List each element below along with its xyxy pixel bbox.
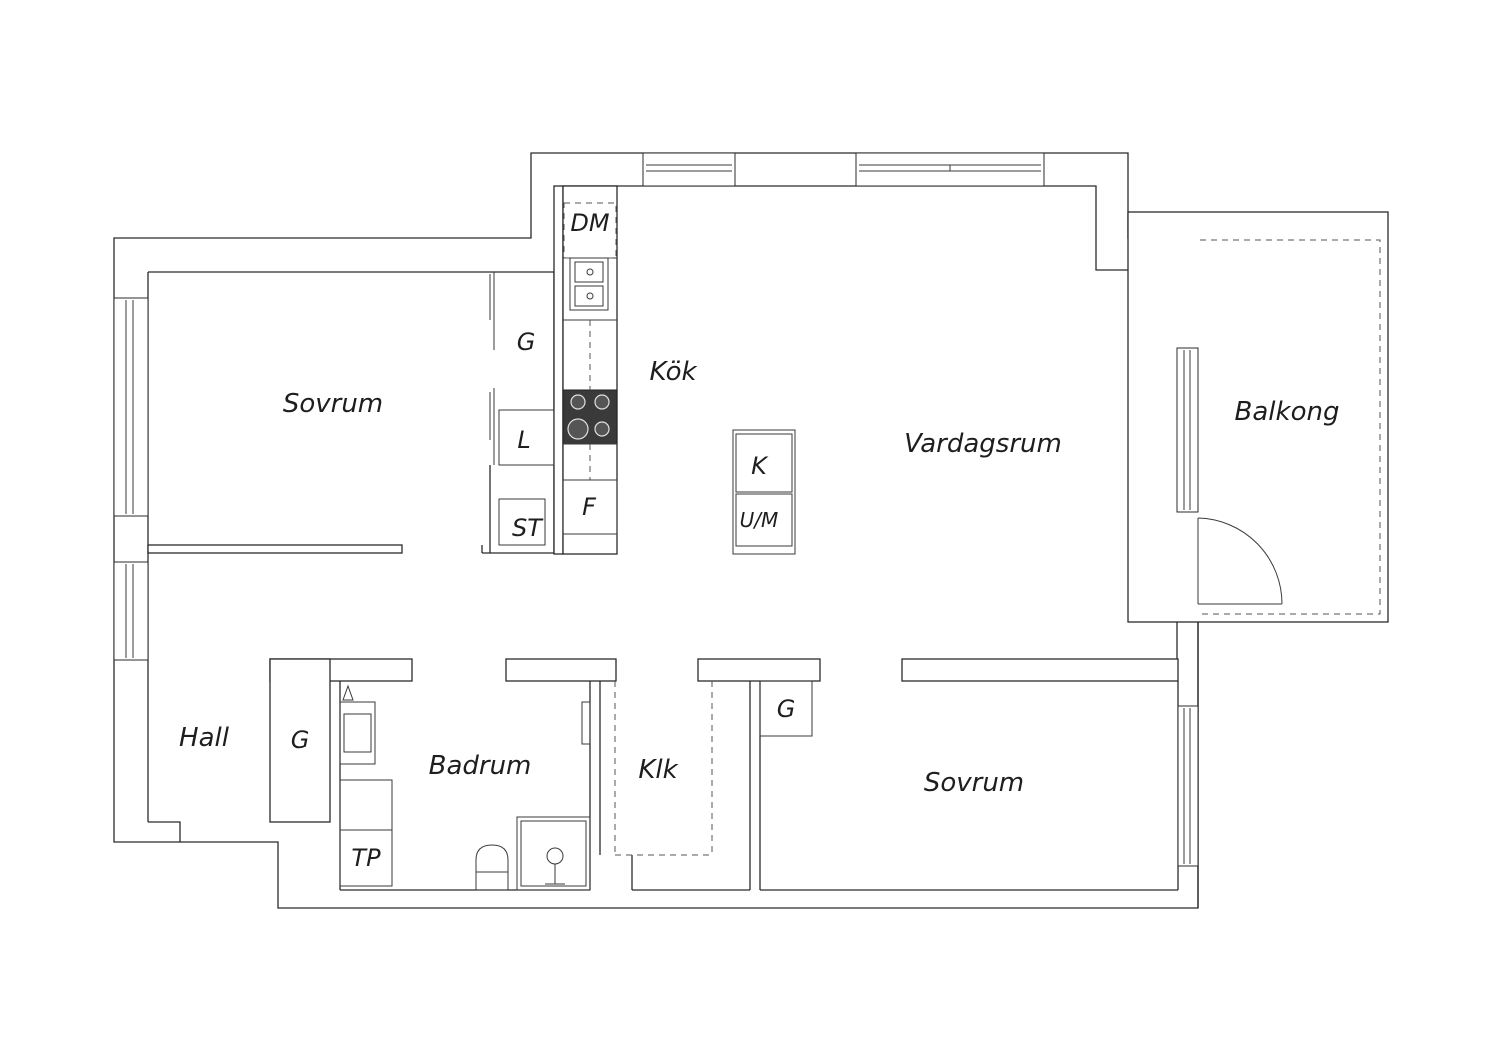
room-label-klk: Klk: [638, 755, 678, 785]
fixture-label-um: U/M: [740, 508, 779, 532]
room-label-sovrum-2: Sovrum: [924, 768, 1024, 798]
fixture-labels: DM G L ST F K U/M G G TP: [291, 209, 796, 872]
fixture-label-dm: DM: [570, 209, 609, 237]
toilet-icon: [475, 844, 509, 891]
room-label-kok: Kök: [649, 357, 697, 387]
balcony-slab: [1127, 211, 1389, 623]
kitchen-island: [732, 429, 796, 555]
fixture-label-f: F: [582, 493, 597, 521]
fixture-label-l: L: [517, 426, 530, 454]
room-label-hall: Hall: [179, 723, 230, 753]
room-label-vardagsrum: Vardagsrum: [904, 429, 1062, 459]
bedroom1-storage: [489, 272, 555, 546]
fixture-label-g-bedroom: G: [517, 328, 536, 356]
room-labels: Sovrum Kök Vardagsrum Balkong Hall Badru…: [179, 357, 1339, 798]
fixture-label-g-bedroom2: G: [777, 695, 796, 723]
interior-walls: [147, 185, 1179, 891]
fixture-label-k: K: [751, 452, 769, 480]
other-wardrobes: [759, 680, 813, 737]
balcony-door: [1197, 239, 1381, 615]
fixture-label-g-hall: G: [291, 726, 310, 754]
bathroom-fixtures: [339, 684, 591, 891]
shower-icon: [516, 816, 591, 891]
kitchen-counter: [562, 185, 618, 555]
windows: [113, 152, 1199, 867]
fixture-label-tp: TP: [351, 844, 381, 872]
sink-icon: [569, 257, 609, 311]
room-label-sovrum-1: Sovrum: [283, 389, 383, 419]
fixture-label-st: ST: [512, 514, 544, 542]
room-label-badrum: Badrum: [429, 751, 532, 781]
washbasin-icon: [339, 701, 376, 765]
walk-in-closet: [614, 681, 713, 856]
room-label-balkong: Balkong: [1235, 397, 1340, 427]
